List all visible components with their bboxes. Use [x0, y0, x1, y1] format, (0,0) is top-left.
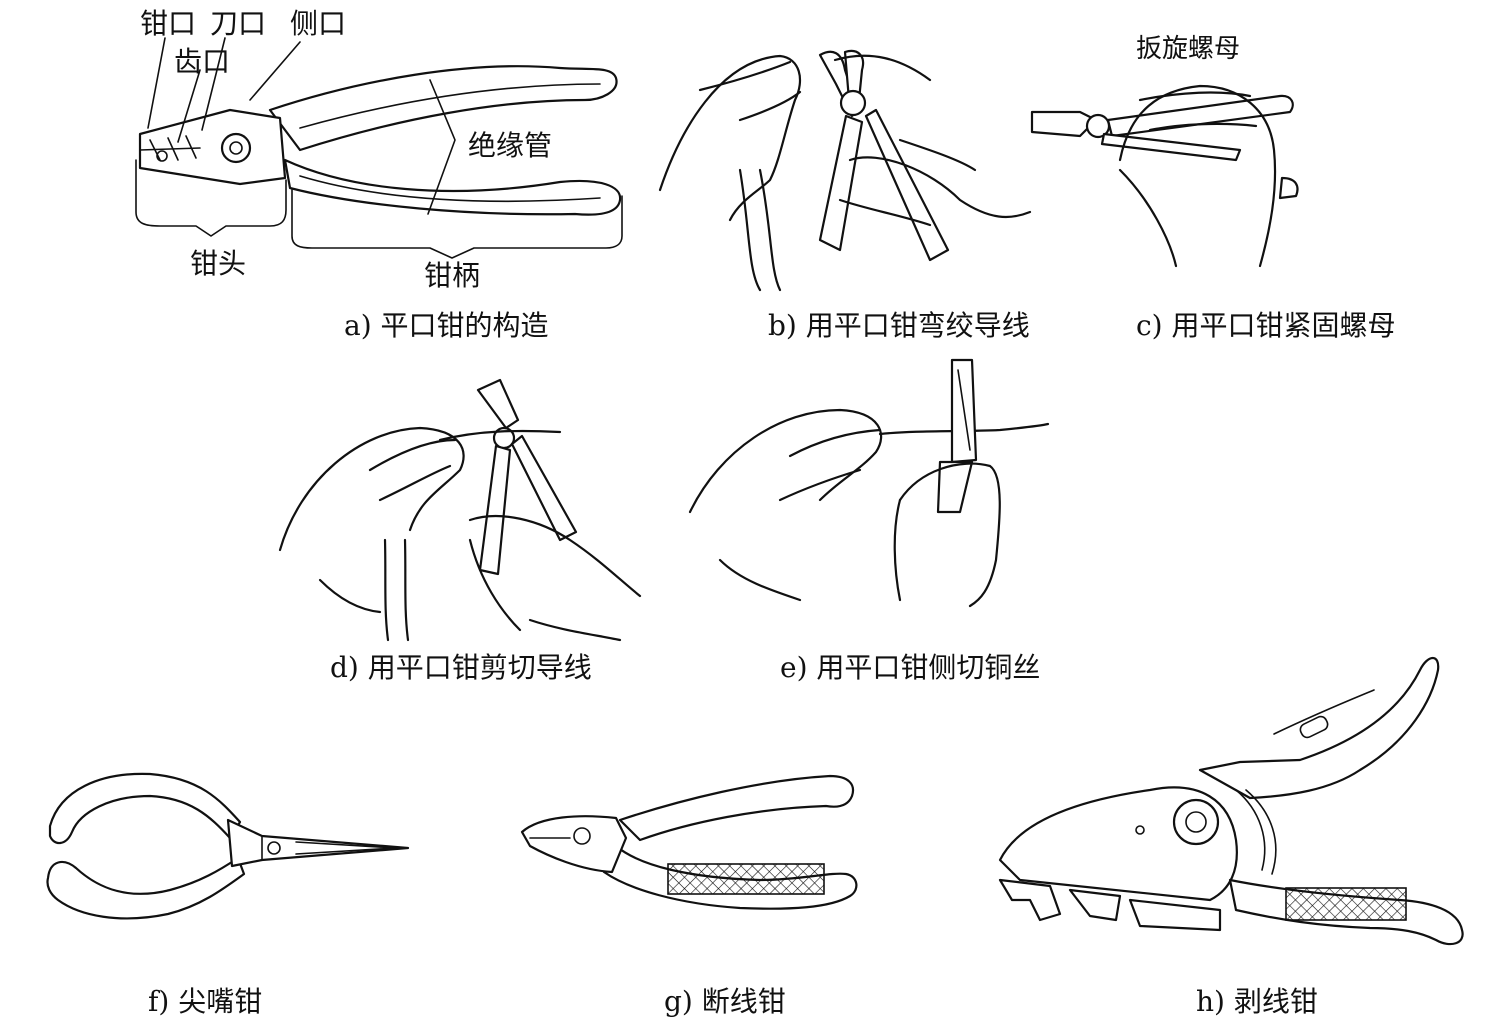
hands-side-cutting-wire-icon — [688, 358, 1050, 608]
caption-f: f) 尖嘴钳 — [148, 985, 263, 1018]
label-qiankou: 钳口 — [140, 7, 197, 40]
hands-cutting-wire-icon — [278, 378, 642, 642]
wire-stripper-icon — [998, 656, 1464, 946]
label-cekou: 侧口 — [290, 7, 347, 40]
label-jueyuanguan: 绝缘管 — [468, 129, 553, 162]
caption-a: a) 平口钳的构造 — [344, 309, 549, 342]
flat-nose-pliers-icon — [135, 37, 623, 259]
label-banxuan: 扳旋螺母 — [1136, 34, 1241, 64]
label-qiantou: 钳头 — [190, 247, 247, 280]
needle-nose-pliers-icon — [46, 772, 410, 920]
caption-b: b) 用平口钳弯绞导线 — [768, 309, 1030, 342]
wire-cutters-icon — [520, 774, 858, 910]
caption-c: c) 用平口钳紧固螺母 — [1136, 309, 1396, 342]
label-chikou: 齿口 — [174, 45, 231, 78]
label-daokou: 刀口 — [210, 7, 267, 40]
caption-g: g) 断线钳 — [664, 985, 786, 1018]
caption-d: d) 用平口钳剪切导线 — [330, 651, 592, 684]
label-qianbing: 钳柄 — [424, 259, 481, 292]
hands-bending-wire-icon — [658, 49, 1032, 292]
caption-e: e) 用平口钳侧切铜丝 — [780, 651, 1041, 684]
caption-h: h) 剥线钳 — [1196, 985, 1318, 1018]
hand-tightening-nut-icon — [1030, 84, 1299, 268]
